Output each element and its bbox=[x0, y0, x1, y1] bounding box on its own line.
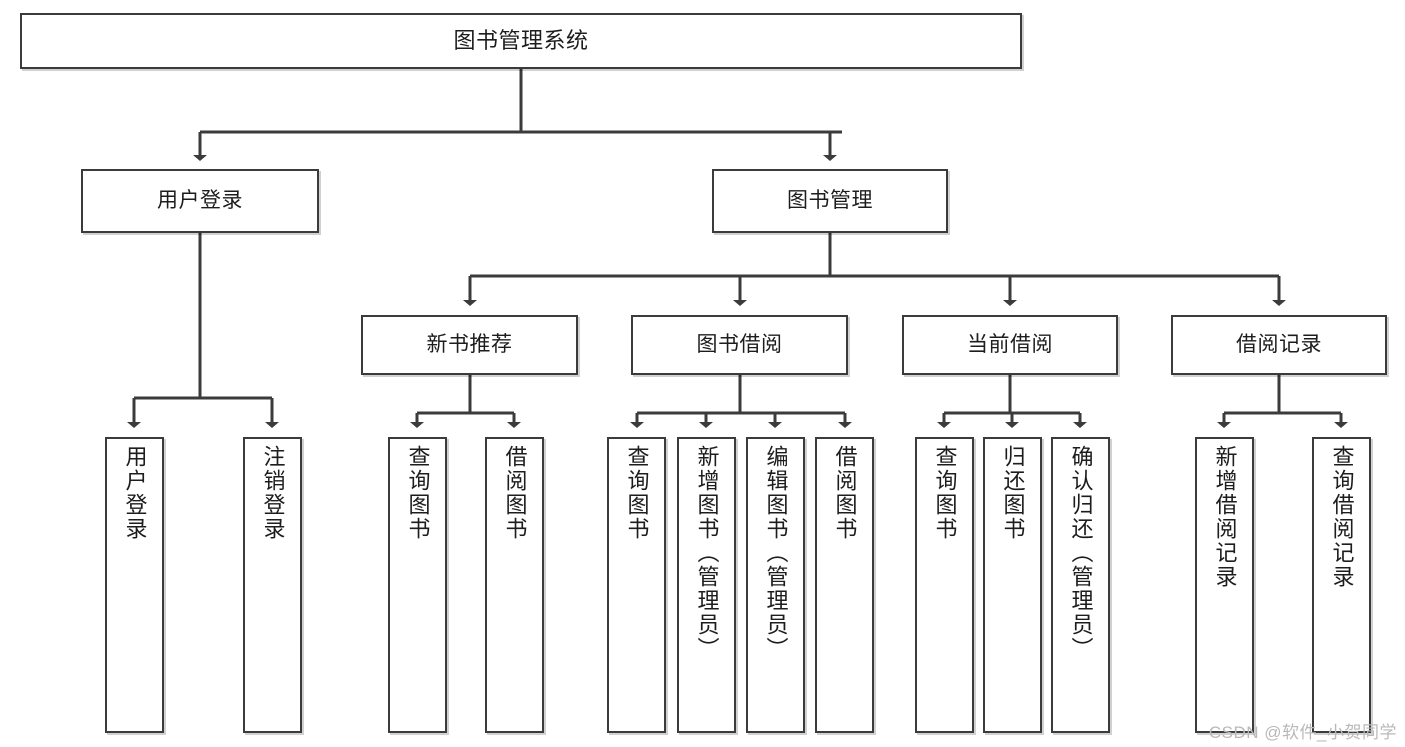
leaf-borrow-query-book[interactable]: 查询图书 bbox=[607, 437, 666, 733]
node-label: 用户登录 bbox=[122, 445, 148, 541]
node-label: 查询借阅记录 bbox=[1329, 445, 1355, 589]
node-label: 归还图书 bbox=[1000, 445, 1026, 541]
node-book-borrow[interactable]: 图书借阅 bbox=[631, 315, 848, 375]
leaf-user-login-logout[interactable]: 注销登录 bbox=[243, 437, 302, 733]
leaf-new-book-borrow[interactable]: 借阅图书 bbox=[485, 437, 544, 733]
node-label: 编辑图书（管理员） bbox=[763, 445, 789, 661]
node-book-management[interactable]: 图书管理 bbox=[712, 169, 948, 233]
leaf-new-book-query[interactable]: 查询图书 bbox=[388, 437, 447, 733]
node-label: 新书推荐 bbox=[426, 332, 513, 356]
node-label: 图书管理系统 bbox=[453, 28, 589, 54]
node-label: 当前借阅 bbox=[967, 332, 1053, 356]
node-label: 图书管理 bbox=[787, 188, 873, 212]
node-root-system[interactable]: 图书管理系统 bbox=[20, 13, 1022, 69]
node-label: 借阅记录 bbox=[1236, 332, 1322, 356]
leaf-current-return-book[interactable]: 归还图书 bbox=[983, 437, 1042, 733]
leaf-borrow-edit-book-admin[interactable]: 编辑图书（管理员） bbox=[746, 437, 805, 733]
node-label: 查询图书 bbox=[405, 445, 431, 541]
node-label: 注销登录 bbox=[260, 445, 286, 541]
node-current-borrow[interactable]: 当前借阅 bbox=[902, 315, 1118, 375]
leaf-borrow-add-book-admin[interactable]: 新增图书（管理员） bbox=[677, 437, 736, 733]
node-label: 用户登录 bbox=[157, 188, 243, 212]
node-label: 确认归还（管理员） bbox=[1068, 445, 1094, 661]
node-borrow-record[interactable]: 借阅记录 bbox=[1171, 315, 1387, 375]
leaf-borrow-borrow-book[interactable]: 借阅图书 bbox=[815, 437, 874, 733]
node-label: 图书借阅 bbox=[696, 332, 783, 356]
watermark: CSDN @软件_小贺同学 bbox=[1208, 723, 1397, 742]
leaf-record-query-record[interactable]: 查询借阅记录 bbox=[1312, 437, 1371, 733]
node-label: 借阅图书 bbox=[502, 445, 528, 541]
node-new-book-recommend[interactable]: 新书推荐 bbox=[361, 315, 578, 375]
leaf-current-query-book[interactable]: 查询图书 bbox=[915, 437, 974, 733]
leaf-record-add-record[interactable]: 新增借阅记录 bbox=[1195, 437, 1254, 733]
node-label: 查询图书 bbox=[932, 445, 958, 541]
node-label: 新增借阅记录 bbox=[1212, 445, 1238, 589]
node-label: 查询图书 bbox=[624, 445, 650, 541]
node-label: 借阅图书 bbox=[832, 445, 858, 541]
node-label: 新增图书（管理员） bbox=[694, 445, 720, 661]
node-user-login[interactable]: 用户登录 bbox=[81, 169, 319, 233]
leaf-user-login-login[interactable]: 用户登录 bbox=[105, 437, 164, 733]
leaf-current-confirm-return-admin[interactable]: 确认归还（管理员） bbox=[1051, 437, 1110, 733]
